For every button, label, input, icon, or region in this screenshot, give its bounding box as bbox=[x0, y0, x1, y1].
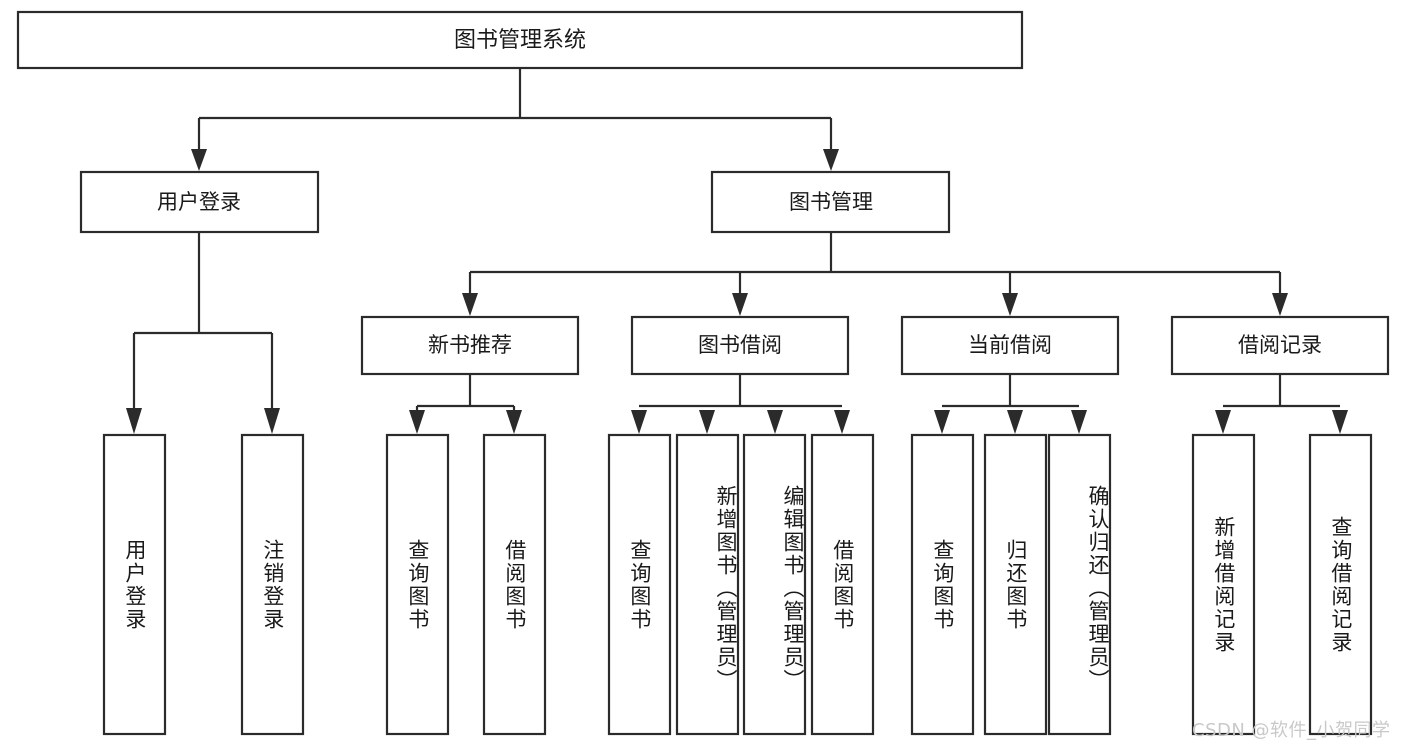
arrowhead-leaf-borrow-book-new bbox=[506, 410, 522, 434]
arrowhead-leaf-query-book-new bbox=[409, 410, 425, 434]
arrowhead-leaf-return-book bbox=[1007, 410, 1023, 434]
node-current-borrow-label: 当前借阅 bbox=[968, 333, 1052, 357]
leaf-box-query-book-borrow[interactable] bbox=[607, 433, 672, 736]
node-borrow-record-rect[interactable] bbox=[1170, 315, 1390, 376]
node-root-label: 图书管理系统 bbox=[454, 28, 586, 53]
arrowhead-user-login bbox=[191, 149, 207, 171]
leaf-box-borrow-book-new[interactable] bbox=[482, 433, 547, 736]
node-new-book-recommend-rect[interactable] bbox=[360, 315, 580, 376]
leaf-box-return-book[interactable] bbox=[983, 433, 1048, 736]
arrowhead-leaf-user-login bbox=[126, 408, 142, 434]
arrowhead-current-borrow bbox=[1002, 293, 1018, 316]
leaf-box-confirm-return-admin[interactable] bbox=[1047, 433, 1112, 736]
node-root-rect[interactable] bbox=[16, 10, 1024, 70]
leaf-box-logout[interactable] bbox=[240, 433, 305, 736]
node-new-book-recommend[interactable]: 新书推荐 bbox=[360, 315, 580, 376]
leaf-box-query-book-current[interactable] bbox=[910, 433, 975, 736]
connector-group-new-book-recommend bbox=[409, 374, 522, 434]
connector-group-user-login bbox=[126, 232, 280, 434]
node-book-management-rect[interactable] bbox=[710, 170, 951, 234]
leaf-box-edit-book-admin[interactable] bbox=[742, 433, 807, 736]
node-new-book-recommend-label: 新书推荐 bbox=[428, 333, 512, 357]
node-book-borrow-label: 图书借阅 bbox=[698, 333, 782, 357]
node-book-management-label: 图书管理 bbox=[789, 190, 873, 214]
arrowhead-leaf-confirm-return-admin bbox=[1071, 410, 1087, 434]
arrowhead-leaf-add-borrow-record bbox=[1215, 410, 1231, 434]
connector-group-book-management bbox=[462, 232, 1288, 316]
node-user-login-rect[interactable] bbox=[79, 170, 320, 234]
arrowhead-leaf-logout bbox=[264, 408, 280, 434]
arrowhead-leaf-query-book-borrow bbox=[631, 410, 647, 434]
leaf-box-add-book-admin[interactable] bbox=[675, 433, 740, 736]
arrowhead-leaf-borrow-book bbox=[834, 410, 850, 434]
arrowhead-leaf-edit-book-admin bbox=[767, 410, 783, 434]
arrowhead-leaf-query-book-current bbox=[934, 410, 950, 434]
arrowhead-book-management bbox=[823, 149, 839, 171]
connector-group-current-borrow bbox=[934, 374, 1087, 434]
connector-group-book-borrow bbox=[631, 374, 850, 434]
node-user-login-label: 用户登录 bbox=[157, 190, 241, 214]
arrowhead-new-book-recommend bbox=[462, 293, 478, 316]
arrowhead-book-borrow bbox=[732, 293, 748, 316]
leaf-box-query-borrow-record[interactable] bbox=[1308, 433, 1373, 736]
leaf-box-query-book-new[interactable] bbox=[385, 433, 450, 736]
arrowhead-leaf-add-book-admin bbox=[699, 410, 715, 434]
leaf-box-borrow-book[interactable] bbox=[810, 433, 875, 736]
arrowhead-leaf-query-borrow-record bbox=[1332, 410, 1348, 434]
leaf-box-add-borrow-record[interactable] bbox=[1191, 433, 1256, 736]
node-book-borrow-rect[interactable] bbox=[630, 315, 850, 376]
arrowhead-borrow-record bbox=[1272, 293, 1288, 316]
leaf-box-user-login[interactable] bbox=[102, 433, 167, 736]
node-borrow-record-label: 借阅记录 bbox=[1238, 333, 1322, 357]
node-current-borrow-rect[interactable] bbox=[900, 315, 1120, 376]
node-book-borrow[interactable]: 图书借阅 bbox=[630, 315, 850, 376]
csdn-watermark: CSDN @软件_小贺同学 bbox=[1192, 720, 1391, 741]
node-borrow-record[interactable]: 借阅记录 bbox=[1170, 315, 1390, 376]
node-root[interactable]: 图书管理系统 bbox=[16, 10, 1024, 70]
connector-group-borrow-record bbox=[1215, 374, 1348, 434]
connector-group-root bbox=[191, 68, 839, 171]
node-book-management[interactable]: 图书管理 bbox=[710, 170, 951, 234]
node-user-login[interactable]: 用户登录 bbox=[79, 170, 320, 234]
node-current-borrow[interactable]: 当前借阅 bbox=[900, 315, 1120, 376]
